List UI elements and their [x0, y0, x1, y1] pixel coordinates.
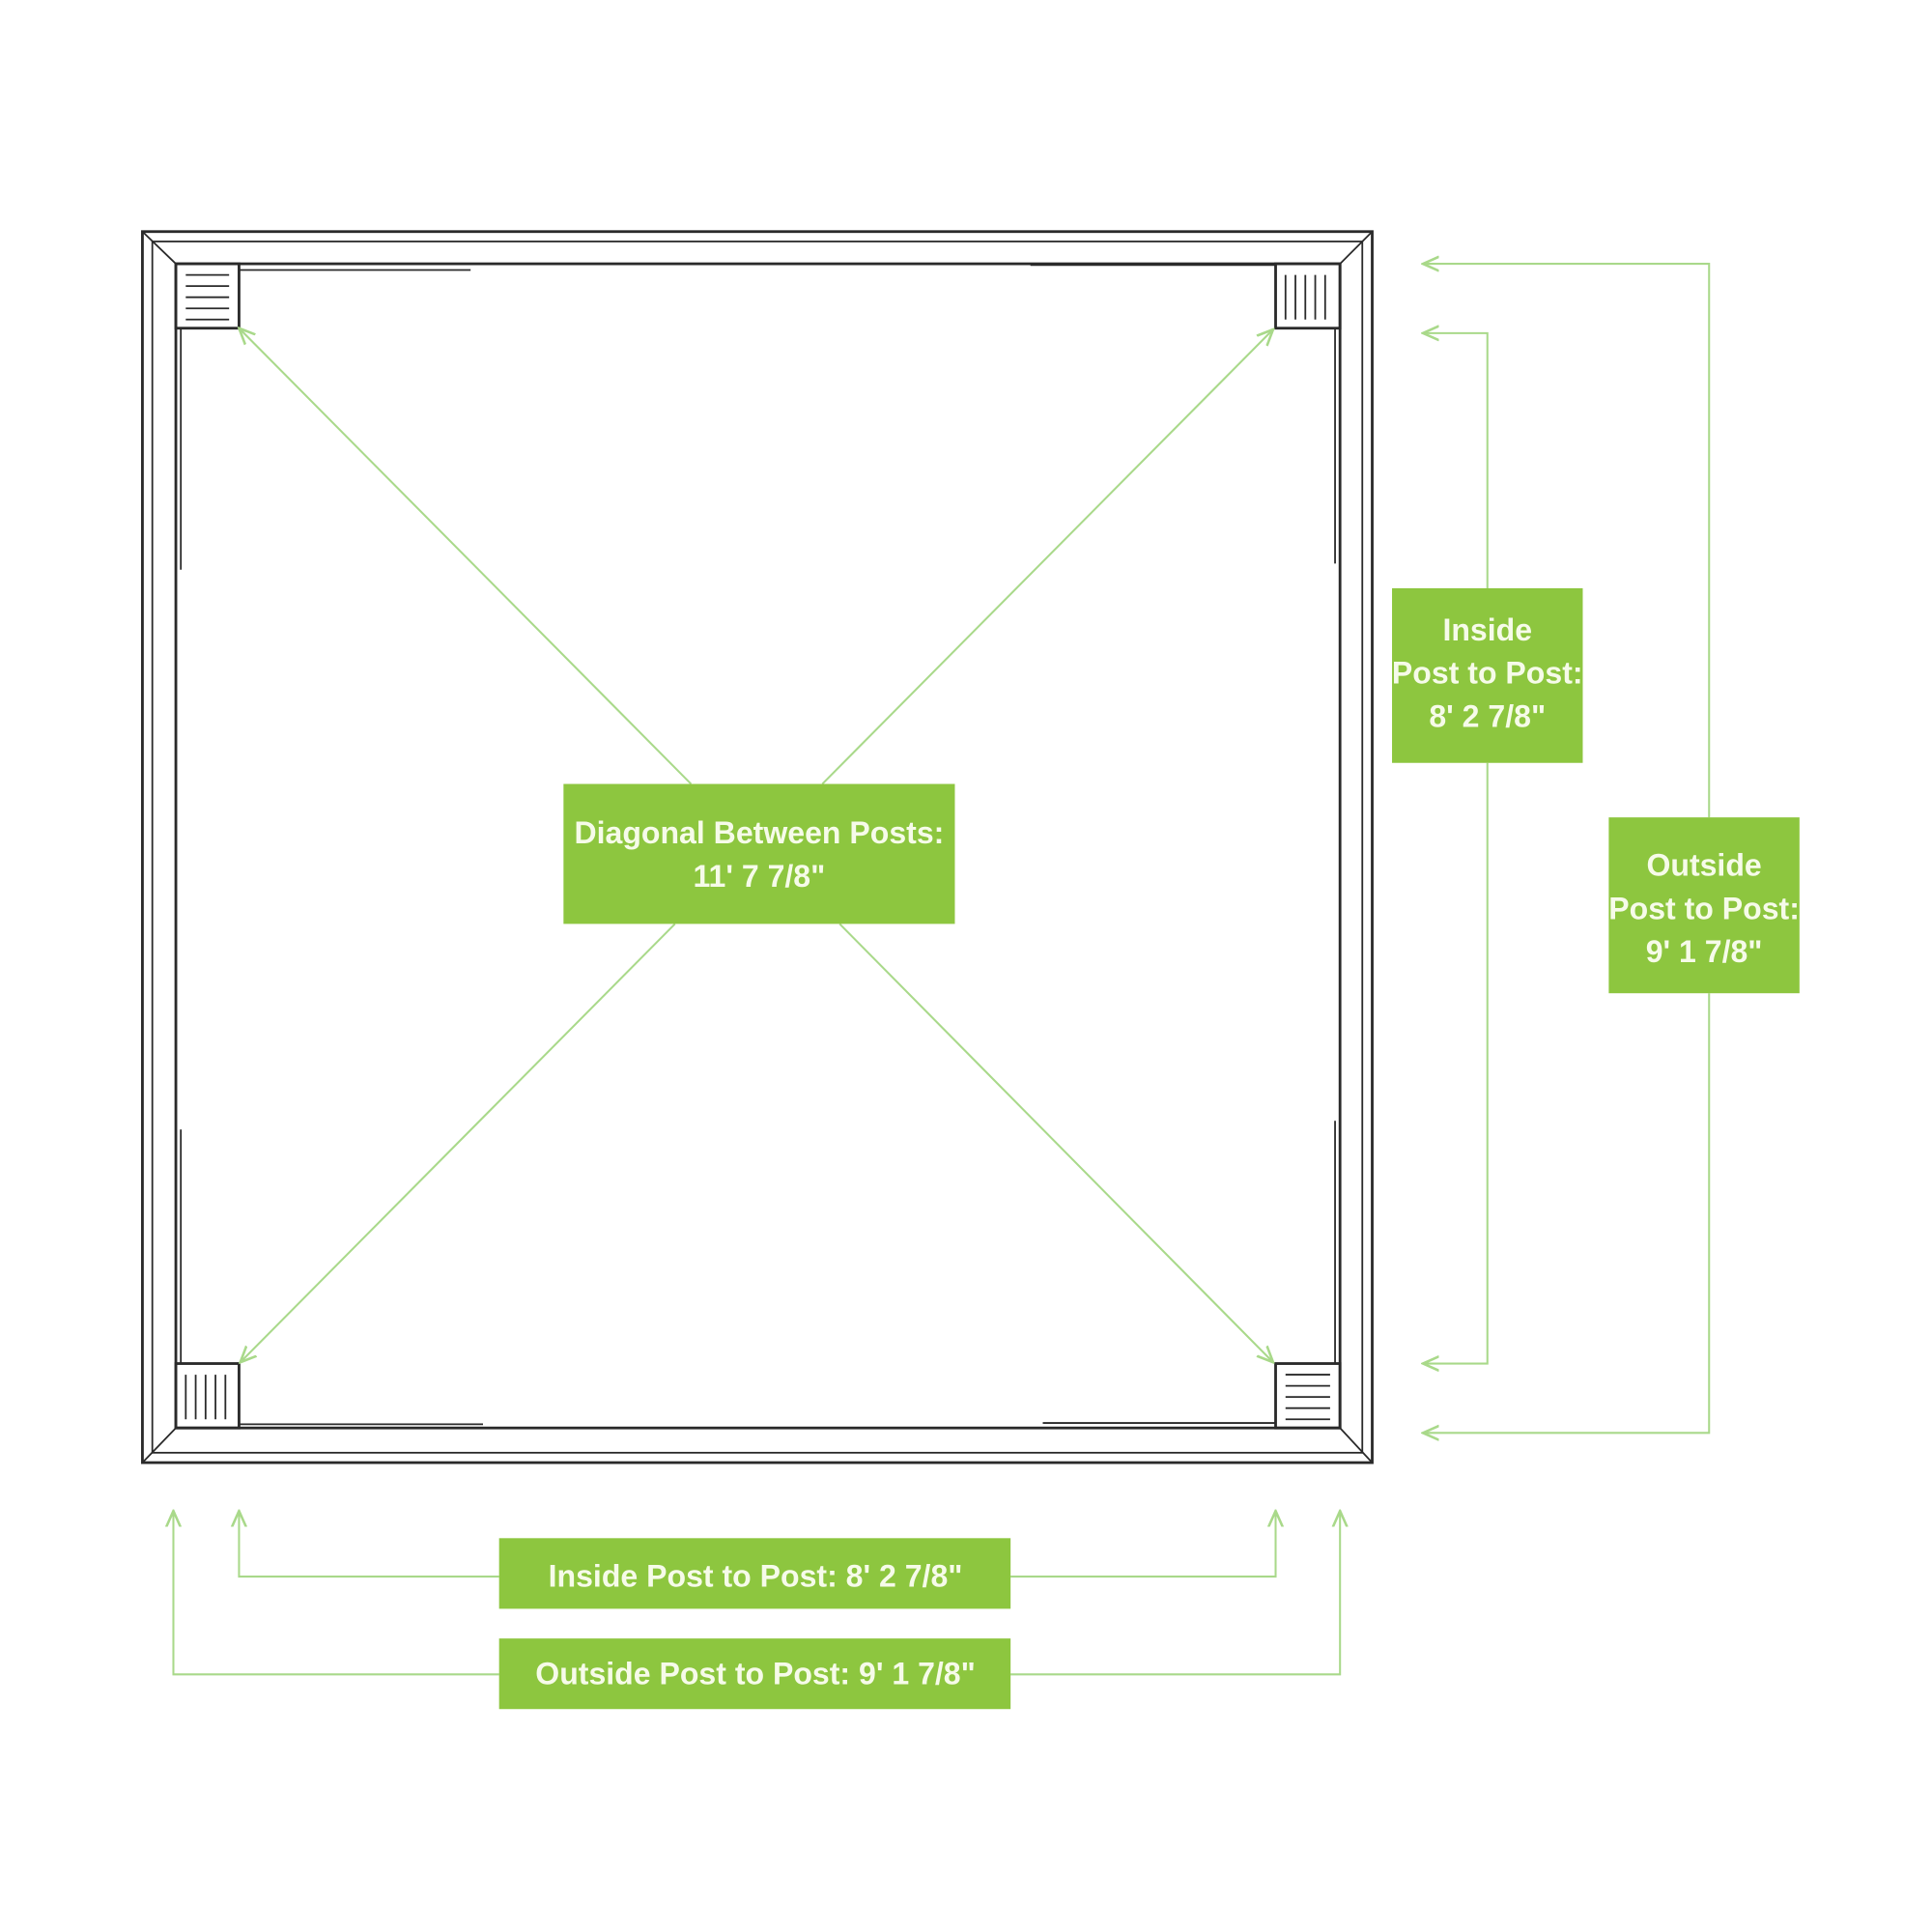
- corner-posts: [174, 262, 1342, 1430]
- inside-horizontal-dimension: Inside Post to Post: 8' 2 7/8": [239, 1511, 1275, 1609]
- post-top-left: [174, 262, 241, 330]
- outside-vertical-label-line1: Outside: [1646, 847, 1761, 882]
- post-bottom-right: [1274, 1362, 1342, 1430]
- diagonal-label-box: [563, 783, 955, 924]
- inside-vertical-label-line3: 8' 2 7/8": [1429, 699, 1546, 734]
- diagonal-label-line1: Diagonal Between Posts:: [574, 815, 944, 850]
- diagonal-dimension: Diagonal Between Posts: 11' 7 7/8": [239, 328, 1273, 1363]
- inside-vertical-dimension: Inside Post to Post: 8' 2 7/8": [1392, 333, 1583, 1364]
- outside-horizontal-dimension: Outside Post to Post: 9' 1 7/8": [173, 1511, 1340, 1710]
- outside-vertical-label-line3: 9' 1 7/8": [1646, 934, 1763, 969]
- outside-vertical-dimension: Outside Post to Post: 9' 1 7/8": [1423, 264, 1800, 1433]
- post-bottom-left: [174, 1362, 241, 1430]
- inside-vertical-label-line1: Inside: [1442, 612, 1532, 647]
- outside-vertical-label-line2: Post to Post:: [1608, 891, 1800, 925]
- diagonal-label-line2: 11' 7 7/8": [693, 859, 825, 894]
- post-top-right: [1274, 262, 1342, 330]
- inside-horizontal-label: Inside Post to Post: 8' 2 7/8": [549, 1558, 963, 1593]
- frame-outline: [141, 230, 1374, 1464]
- outside-horizontal-label: Outside Post to Post: 9' 1 7/8": [535, 1657, 976, 1691]
- inside-vertical-label-line2: Post to Post:: [1392, 656, 1583, 691]
